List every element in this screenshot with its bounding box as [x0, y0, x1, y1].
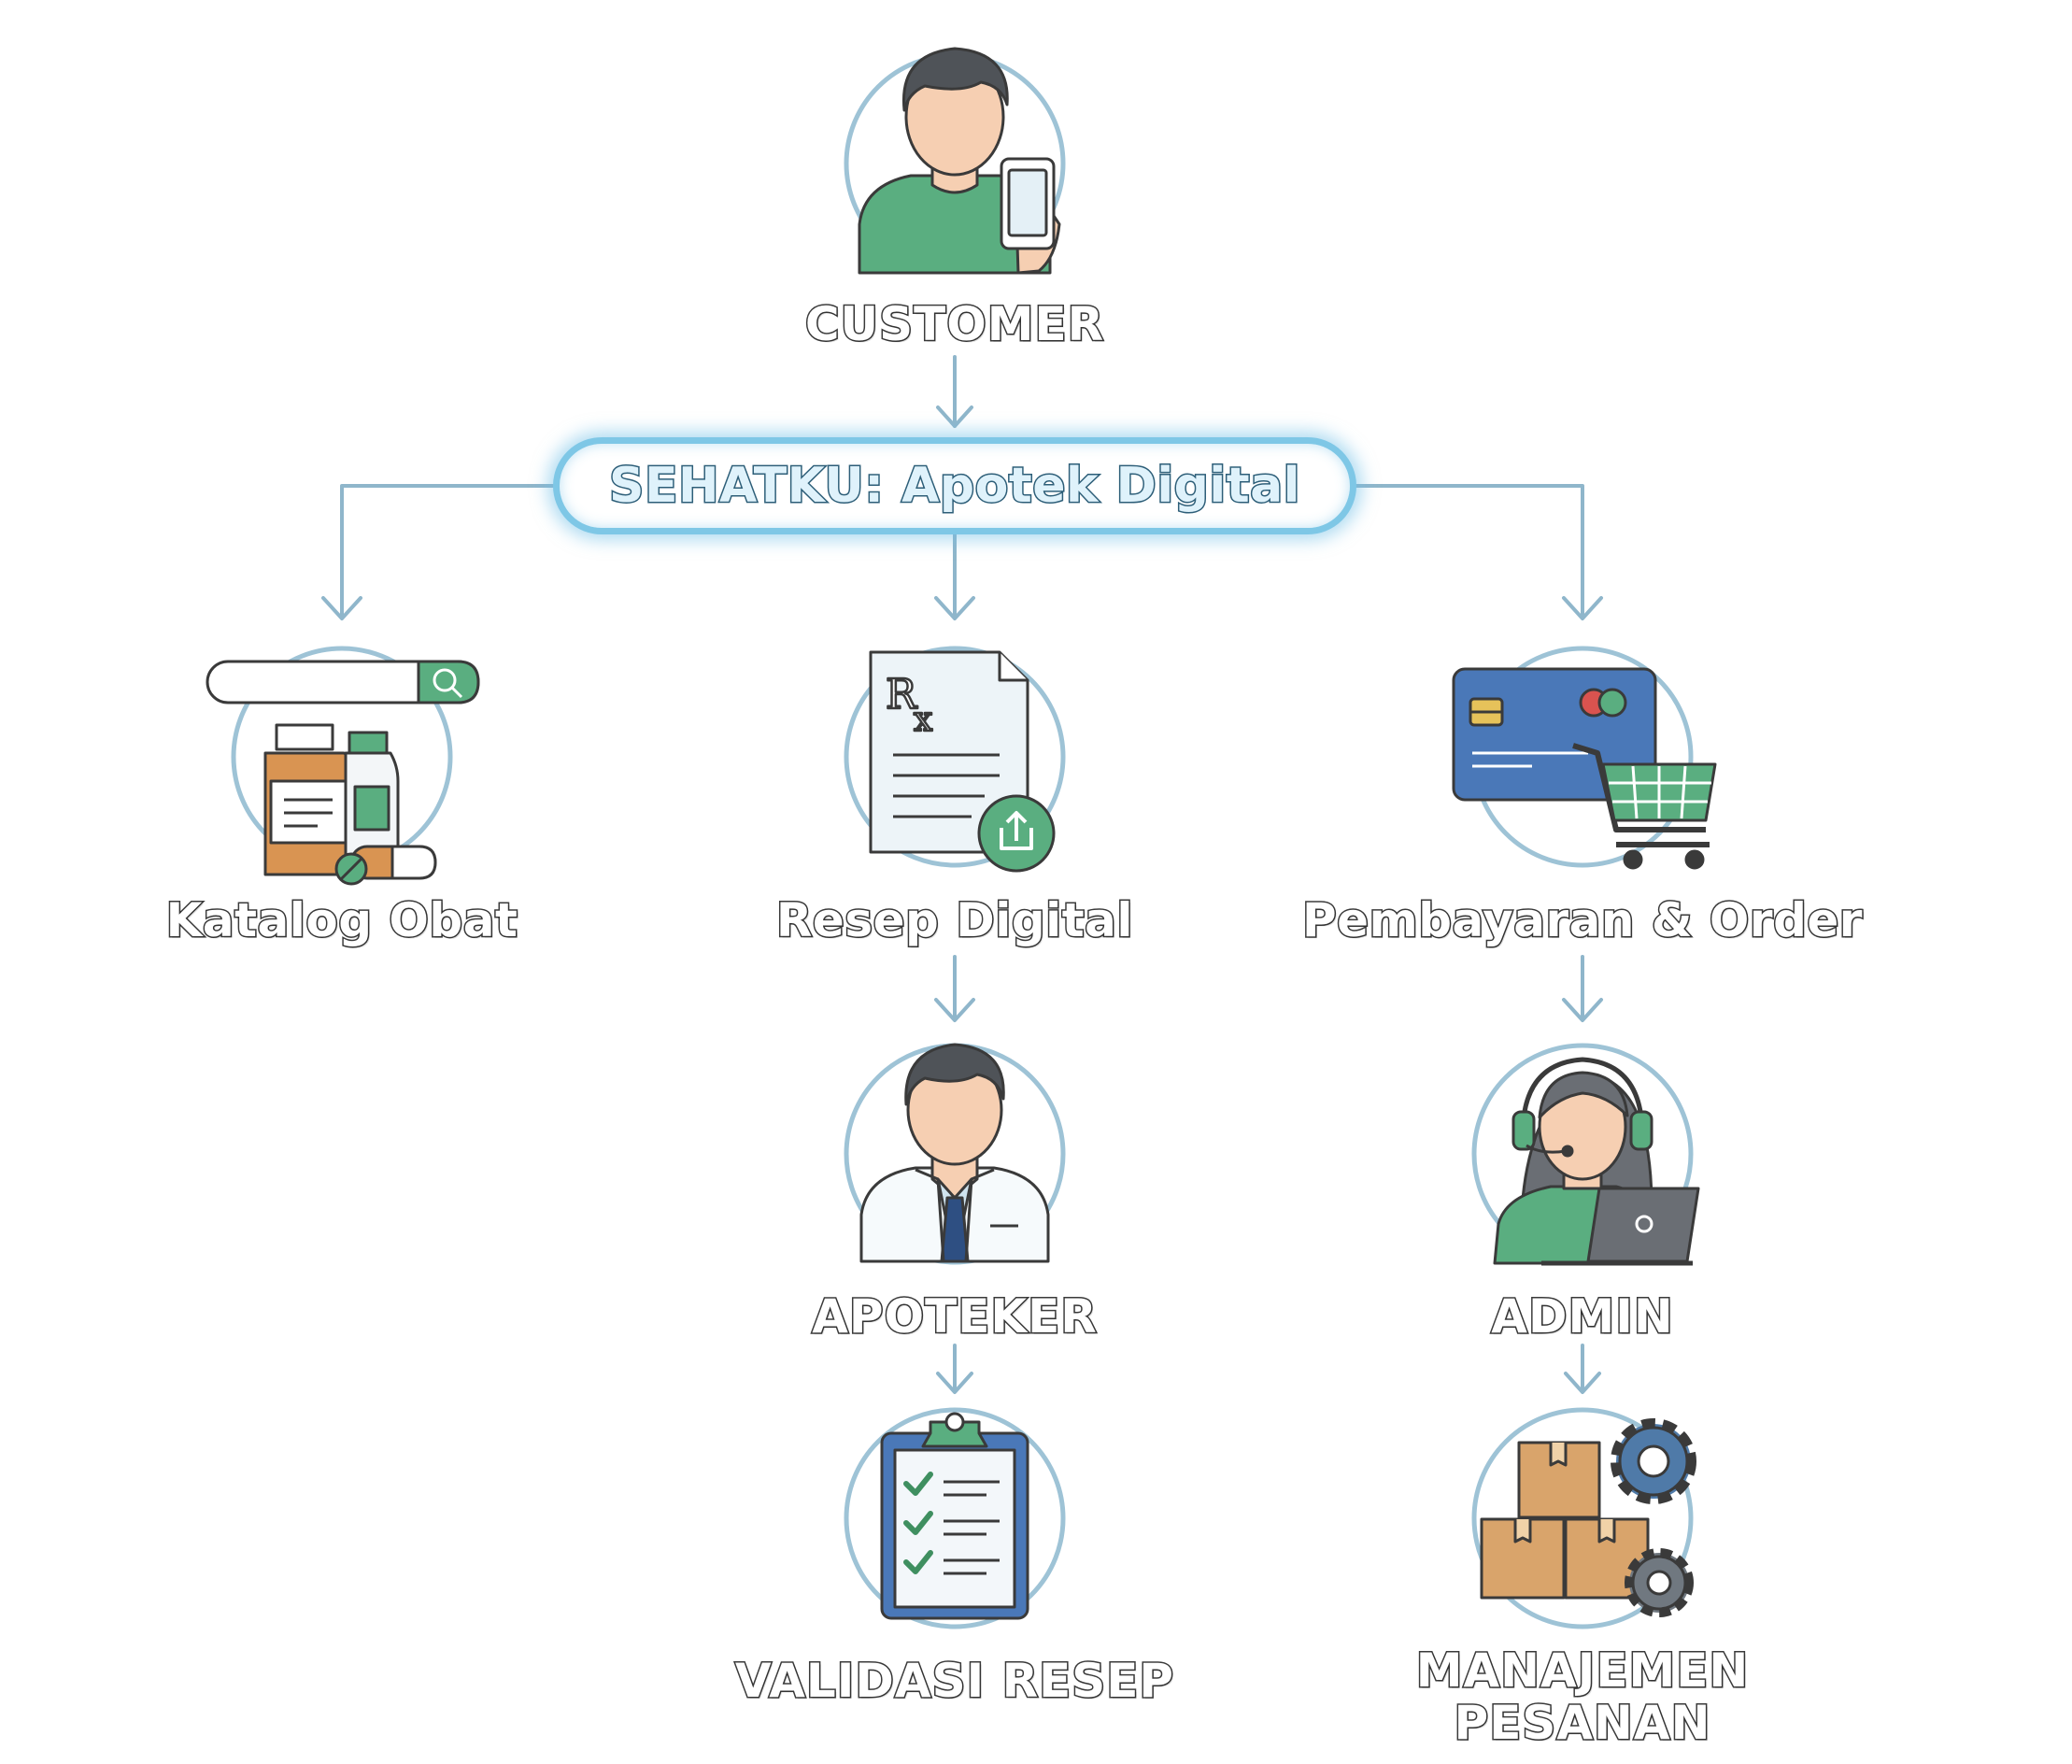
gear-icon — [1611, 1418, 1696, 1504]
label-manajemen-line1: MANAJEMEN — [1414, 1643, 1750, 1699]
arrow-hub-to-pembayaran — [1355, 484, 1603, 620]
arrow-customer-to-hub — [936, 355, 973, 428]
svg-text:x: x — [914, 701, 932, 739]
clipboard-checklist-icon — [880, 1412, 1029, 1620]
label-katalog: Katalog Obat — [164, 892, 518, 949]
arrow-resep-to-apoteker — [934, 955, 975, 1022]
check-icons — [903, 1472, 933, 1574]
label-validasi: VALIDASI RESEP — [733, 1653, 1175, 1710]
label-resep: Resep Digital — [774, 892, 1134, 949]
search-bar — [206, 660, 480, 704]
hub-label: SEHATKU: Apotek Digital — [608, 457, 1301, 516]
arrow-apoteker-to-validasi — [936, 1344, 973, 1394]
rx-symbol: R — [886, 671, 918, 718]
arrow-admin-to-manajemen — [1564, 1344, 1601, 1394]
gear-icon-secondary — [1625, 1548, 1694, 1617]
label-apoteker: APOTEKER — [811, 1288, 1099, 1345]
arrow-hub-to-katalog — [321, 484, 555, 620]
boxes-gears-icon — [1480, 1418, 1696, 1617]
label-manajemen-line2: PESANAN — [1453, 1696, 1711, 1751]
arrow-hub-to-resep — [934, 533, 975, 620]
hub-pill: SEHATKU: Apotek Digital — [553, 437, 1356, 534]
label-manajemen: MANAJEMEN PESANAN — [1349, 1643, 1816, 1751]
admin-headset-icon — [1493, 1057, 1700, 1266]
shopping-cart-icon — [1572, 743, 1717, 870]
label-customer: CUSTOMER — [803, 296, 1105, 353]
customer-phone-icon — [858, 47, 1061, 275]
pharmacist-icon — [859, 1043, 1050, 1263]
medicine-catalog-icon — [206, 660, 480, 886]
arrow-pembayaran-to-admin — [1562, 955, 1603, 1022]
label-pembayaran: Pembayaran & Order — [1301, 892, 1864, 949]
connectors — [321, 355, 1603, 1394]
prescription-upload-icon: R x — [869, 650, 1056, 873]
card-cart-icon — [1452, 667, 1717, 870]
search-icon — [433, 668, 457, 692]
label-admin: ADMIN — [1490, 1288, 1674, 1345]
